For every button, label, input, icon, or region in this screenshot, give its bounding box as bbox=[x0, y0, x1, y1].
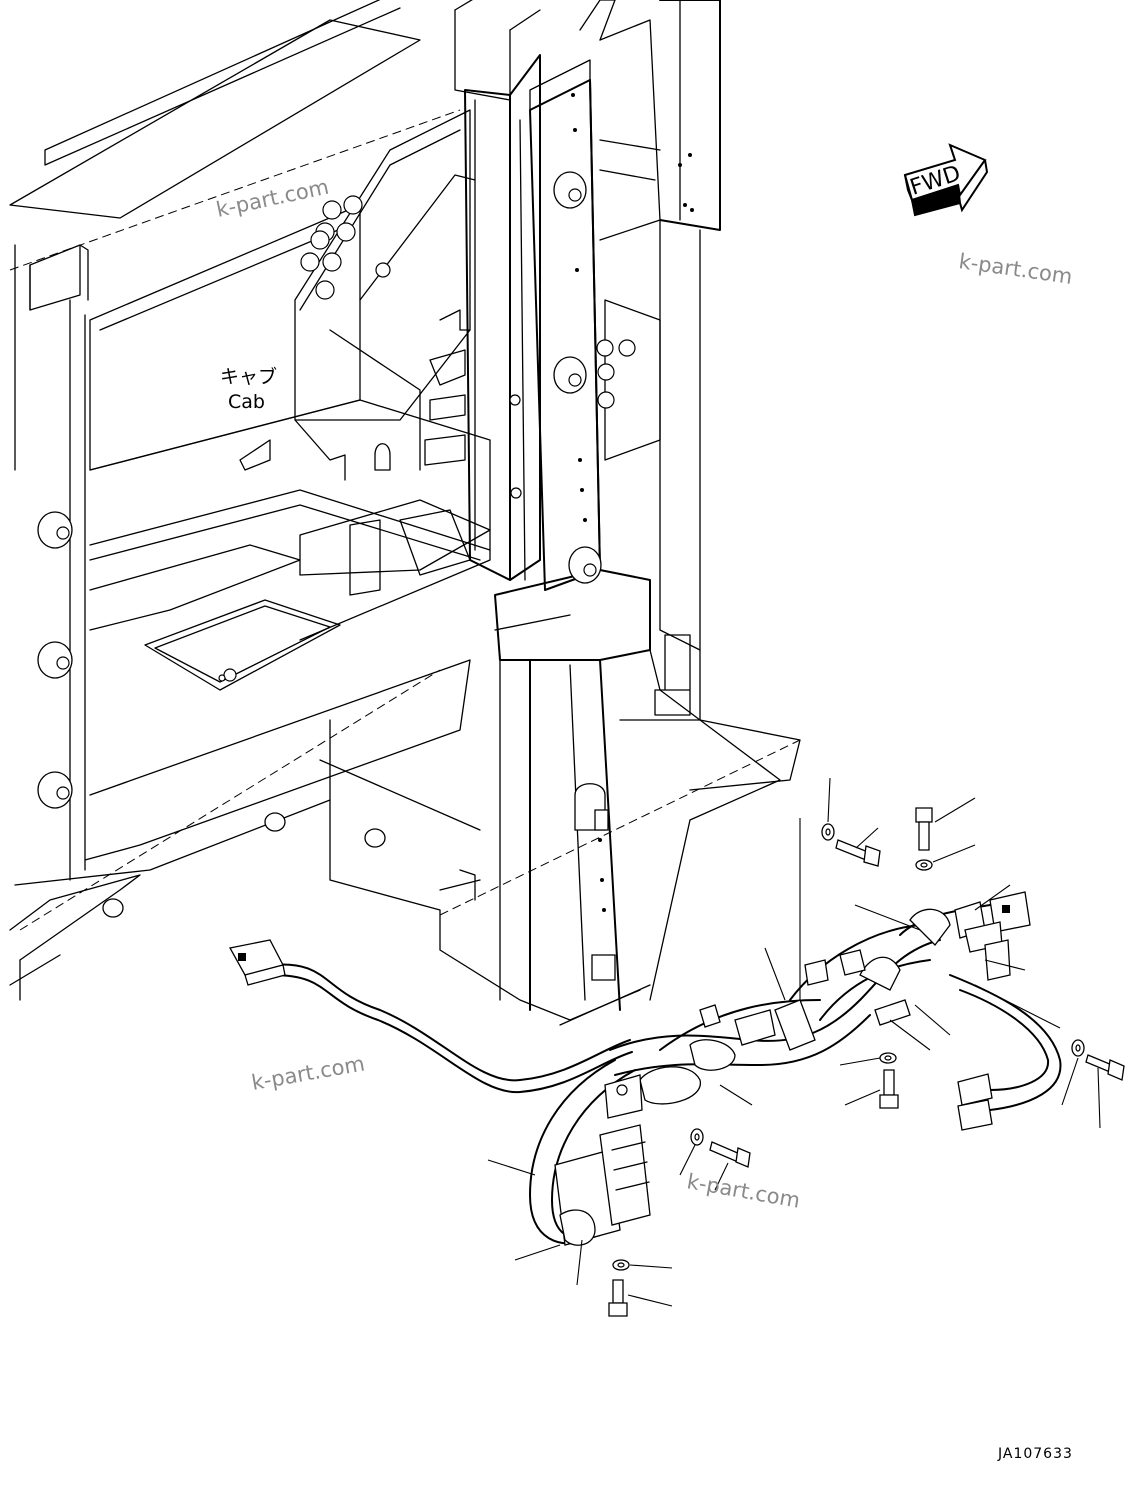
leader-lines bbox=[487, 777, 1101, 1307]
cab-frame bbox=[9, 0, 801, 1026]
watermark: k-part.com bbox=[250, 1051, 367, 1094]
watermark: k-part.com bbox=[957, 249, 1074, 289]
watermark: k-part.com bbox=[214, 175, 331, 222]
cab-label-jp: キャブ bbox=[220, 365, 277, 388]
drawing-code: JA107633 bbox=[997, 1446, 1073, 1462]
frame-holes bbox=[37, 93, 694, 981]
cab-label-en: Cab bbox=[228, 391, 265, 413]
wiring-harness bbox=[228, 891, 1062, 1246]
watermark: k-part.com bbox=[685, 1169, 802, 1212]
dashed-reference-lines bbox=[9, 109, 801, 931]
fwd-arrow-icon: FWD bbox=[903, 143, 989, 217]
hardware bbox=[608, 807, 1125, 1317]
